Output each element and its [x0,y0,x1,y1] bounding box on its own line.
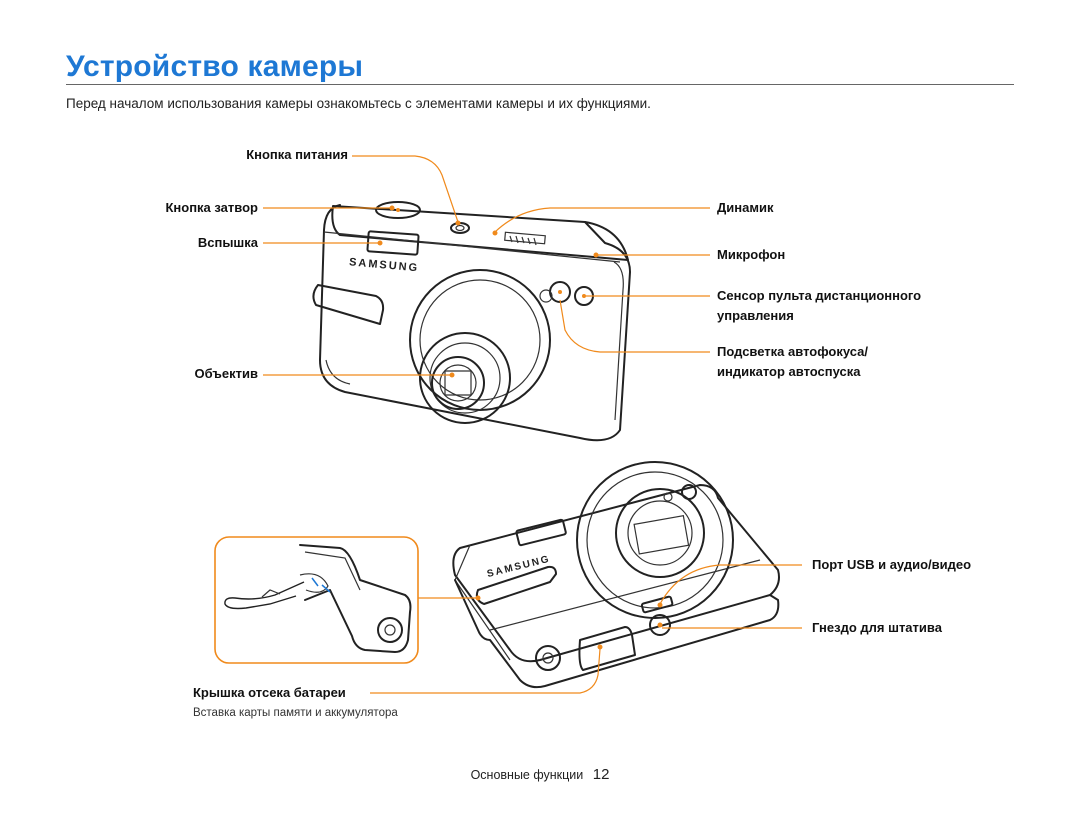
label-remote-sensor-line1: Сенсор пульта дистанционного [717,288,922,303]
footer-section: Основные функции [470,768,584,782]
title-divider [66,84,1014,85]
label-speaker: Динамик [717,200,774,215]
label-power-button: Кнопка питания [246,147,348,162]
label-lens: Объектив [194,366,258,381]
label-remote-sensor-line2: управления [717,308,794,323]
brand-logo-front: SAMSUNG [349,256,420,274]
label-af-assist-line1: Подсветка автофокуса/ [717,344,868,359]
label-usb-av-port: Порт USB и аудио/видео [812,557,972,572]
front-callouts [263,155,710,378]
label-microphone: Микрофон [717,247,786,262]
bottom-callouts [370,564,802,694]
intro-text: Перед началом использования камеры ознак… [66,96,651,111]
label-af-assist-line2: индикатор автоспуска [717,364,861,379]
label-battery-cover: Крышка отсека батареи [193,685,346,700]
label-flash: Вспышка [197,235,258,250]
page-number: 12 [592,766,610,783]
page-footer: Основные функции 12 [0,766,1080,783]
camera-bottom-illustration: SAMSUNG [452,461,780,689]
page-title: Устройство камеры [66,50,364,83]
label-tripod-mount: Гнездо для штатива [812,620,942,635]
label-shutter-button: Кнопка затвор [165,200,258,215]
battery-cover-note: Вставка карты памяти и аккумулятора [193,707,398,719]
wrist-strap-inset [214,536,419,664]
camera-front-illustration: SAMSUNG [312,201,631,442]
